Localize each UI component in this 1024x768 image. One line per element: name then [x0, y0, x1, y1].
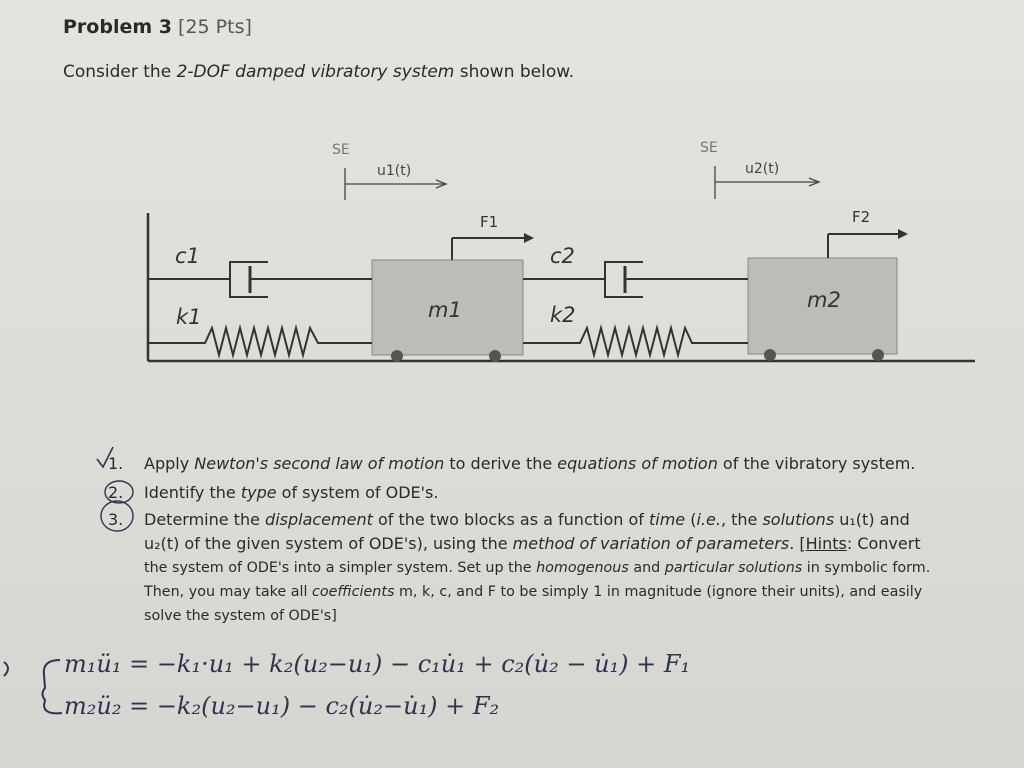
mass-label-m2: m2: [807, 288, 841, 312]
question-text: Identify the type of system of ODE's.: [144, 483, 439, 502]
problem-points: [25 Pts]: [178, 16, 252, 38]
wheel-icon: [489, 350, 501, 362]
intro-prefix: Consider the: [63, 62, 177, 82]
damper-label-c1: c1: [175, 244, 200, 268]
damper-c1: [148, 261, 372, 298]
hand-paren-icon: [3, 661, 9, 677]
displacement-arrow-u1: [344, 168, 448, 200]
intro-italic: 2-DOF damped vibratory system: [176, 62, 455, 82]
problem-label: Problem 3: [63, 16, 172, 38]
hand-brace-icon: [41, 659, 63, 715]
damper-label-c2: c2: [550, 244, 575, 268]
spring-k2: [523, 324, 748, 359]
question-text: Determine the displacement of the two bl…: [144, 510, 931, 624]
handwritten-equation-1: m₁ü₁ = −k₁·u₁ + k₂(u₂−u₁) − c₁u̇₁ + c₂(u…: [64, 650, 691, 678]
mass-block-1: [371, 259, 524, 356]
spring-k1: [148, 324, 372, 359]
problem-title: Problem 3 [25 Pts]: [63, 16, 252, 38]
check-mark-icon: [96, 446, 114, 469]
spring-label-k1: k1: [176, 305, 202, 329]
mass-label-m1: m1: [428, 298, 462, 322]
wheel-icon: [872, 349, 884, 361]
force-arrow-f1: [451, 233, 534, 260]
question-number: 3.: [108, 510, 124, 529]
damper-c2: [523, 261, 748, 298]
hand-circle-icon: [104, 480, 134, 504]
disp-label-u2: u2(t): [745, 161, 779, 177]
wheel-icon: [391, 350, 403, 362]
se-label-right: SE: [700, 140, 718, 156]
question-text: Apply Newton's second law of motion to d…: [144, 454, 916, 473]
se-label-left: SE: [332, 142, 350, 158]
spring-label-k2: k2: [550, 303, 576, 327]
mass-block-2: [747, 257, 898, 355]
handwritten-equation-2: m₂ü₂ = −k₂(u₂−u₁) − c₂(u̇₂−u̇₁) + F₂: [64, 692, 500, 720]
intro-suffix: shown below.: [454, 62, 574, 82]
wheel-icon: [764, 349, 776, 361]
force-arrow-f2: [827, 229, 908, 258]
problem-intro: Consider the 2-DOF damped vibratory syst…: [63, 62, 574, 82]
question-number: 1.: [108, 454, 124, 473]
displacement-arrow-u2: [714, 166, 821, 199]
force-label-f1: F1: [480, 213, 498, 231]
hand-circle-icon: [100, 500, 134, 532]
disp-label-u1: u1(t): [377, 163, 411, 179]
question-number: 2.: [108, 483, 124, 502]
force-label-f2: F2: [852, 208, 870, 226]
